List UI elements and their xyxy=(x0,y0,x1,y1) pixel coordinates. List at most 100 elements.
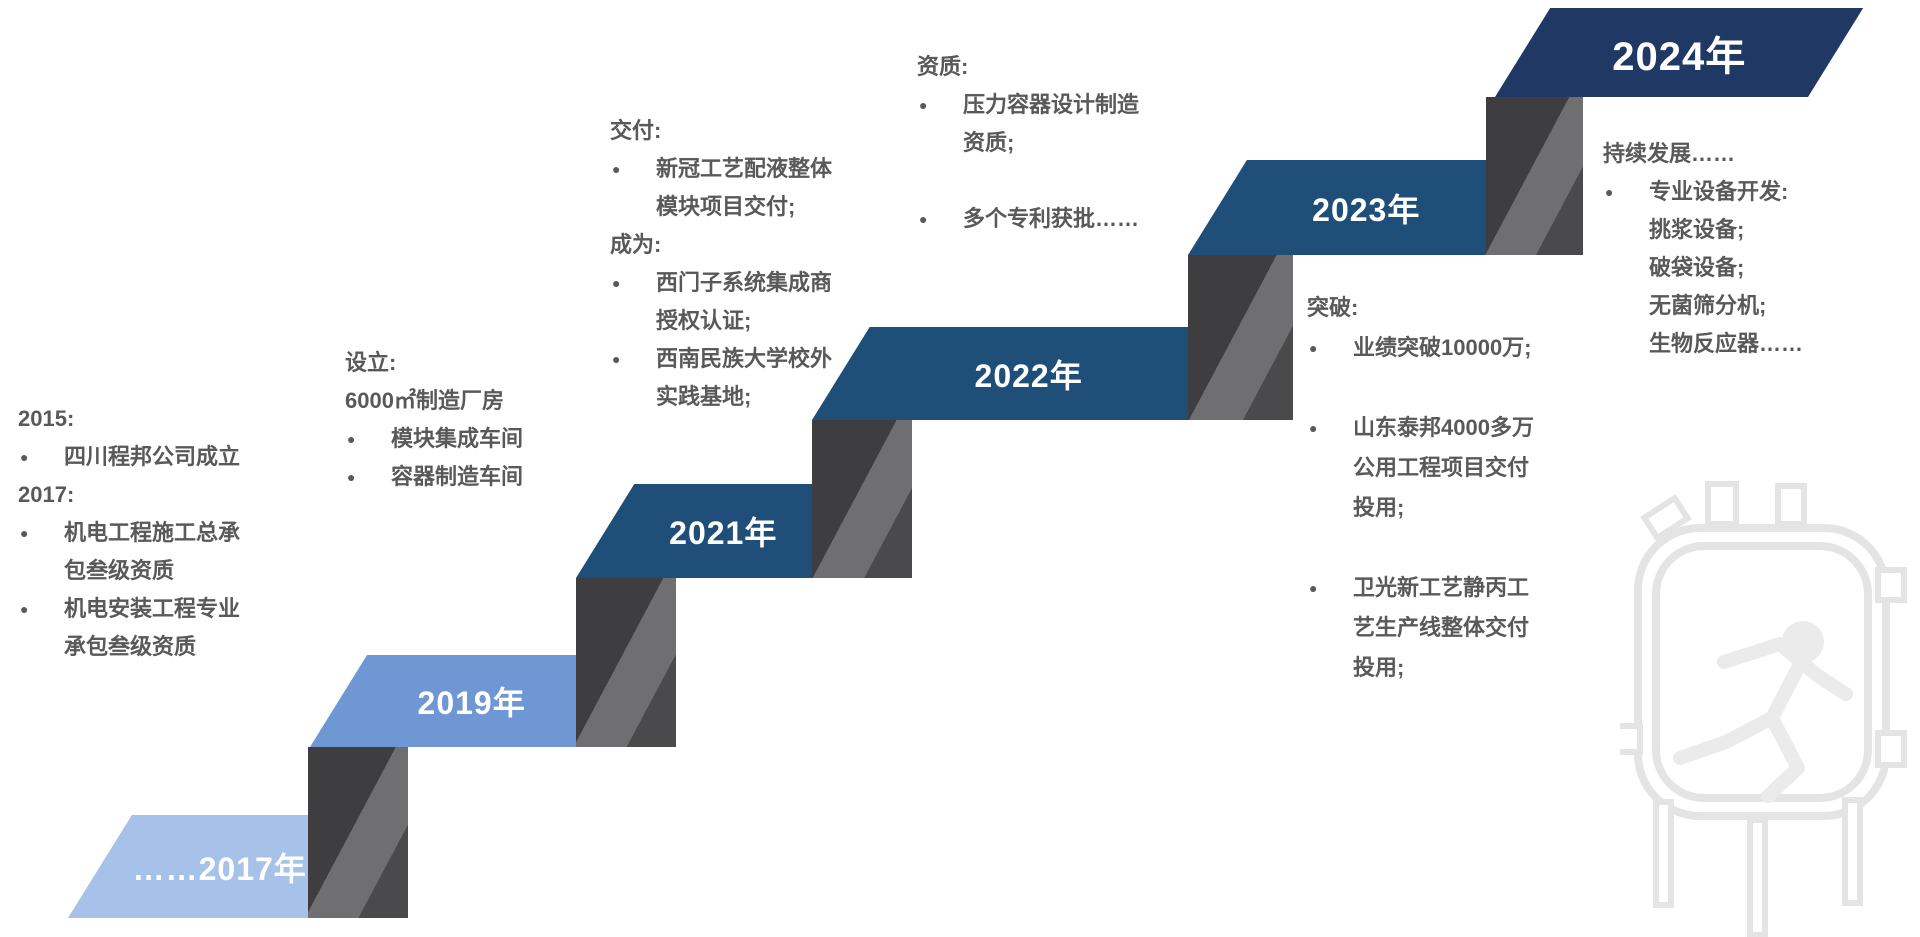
bullet-icon: ● xyxy=(612,161,621,177)
note-line: 投用; xyxy=(1307,648,1534,688)
riser-2017-2019 xyxy=(308,747,408,918)
note-2024: 持续发展…… ●专业设备开发: 挑浆设备; 破袋设备; 无菌筛分机; 生物反应器…… xyxy=(1603,135,1803,363)
note-line: 投用; xyxy=(1307,488,1534,528)
step-2023-year-label: 2023年 xyxy=(1312,191,1421,228)
note-line: ● 机电工程施工总承 xyxy=(18,514,240,552)
note-2022: 资质: ●压力容器设计制造资质; ● 多个专利获批…… xyxy=(917,48,1139,238)
note-line-text: 2015: xyxy=(18,406,75,431)
note-line: ● 卫光新工艺静丙工 xyxy=(1307,568,1534,608)
note-line: ● 新冠工艺配液整体 xyxy=(610,150,832,188)
note-line: 模块项目交付; xyxy=(610,188,832,226)
bullet-icon: ● xyxy=(1309,580,1318,596)
step-2017-year-label: ……2017年 xyxy=(132,850,308,887)
note-line: ● 多个专利获批…… xyxy=(917,200,1139,238)
note-line-text: 资质; xyxy=(963,130,1015,155)
note-line-text: 无菌筛分机; xyxy=(1649,293,1767,318)
vessel-legs xyxy=(1653,797,1863,937)
note-line-text: 多个专利获批…… xyxy=(963,206,1140,231)
note-line: 无菌筛分机; xyxy=(1603,287,1803,325)
note-line: 成为: xyxy=(610,226,832,264)
note-line-text: 投用; xyxy=(1353,655,1405,680)
riser-2021-2022 xyxy=(812,420,912,578)
vessel-nozzles xyxy=(1620,481,1907,768)
note-2023: 突破:●业绩突破10000万;●山东泰邦4000多万公用工程项目交付投用;●卫光… xyxy=(1307,288,1534,688)
note-line-text: 机电工程施工总承 xyxy=(64,520,241,545)
note-line-text: 设立: xyxy=(345,350,397,375)
note-2021: 交付: ● 新冠工艺配液整体模块项目交付; 成为: ● 西门子系统集成商授权认证; ● 西南民… xyxy=(610,112,832,416)
note-line: ●山东泰邦4000多万 xyxy=(1307,408,1534,448)
note-line: 生物反应器…… xyxy=(1603,325,1803,363)
bullet-icon: ● xyxy=(612,351,621,367)
riser-2019-2021 xyxy=(576,578,676,747)
note-line: ●容器制造车间 xyxy=(345,458,523,496)
note-line-text: 艺生产线整体交付 xyxy=(1353,615,1530,640)
note-line-text: 持续发展…… xyxy=(1603,141,1736,166)
note-line: 实践基地; xyxy=(610,378,832,416)
note-line: ● 机电安装工程专业 xyxy=(18,590,240,628)
note-line-text: 西门子系统集成商 xyxy=(656,270,833,295)
note-line-text: 生物反应器…… xyxy=(1649,331,1804,356)
note-line-text: 破袋设备; xyxy=(1649,255,1745,280)
note-line: 突破: xyxy=(1307,288,1534,328)
bullet-icon: ● xyxy=(20,525,29,541)
bullet-icon: ● xyxy=(347,431,356,447)
note-line-text: 成为: xyxy=(610,232,662,257)
note-line-text: 承包叁级资质 xyxy=(64,634,197,659)
note-line: ●压力容器设计制造 xyxy=(917,86,1139,124)
note-line: ● 业绩突破10000万; xyxy=(1307,328,1534,368)
note-line: 公用工程项目交付 xyxy=(1307,448,1534,488)
note-line: 承包叁级资质 xyxy=(18,628,240,666)
note-line-text: 2017: xyxy=(18,482,75,507)
note-line-text: 挑浆设备; xyxy=(1649,217,1745,242)
note-line: 艺生产线整体交付 xyxy=(1307,608,1534,648)
note-2019: 设立: 6000㎡制造厂房 ● 模块集成车间 ●容器制造车间 xyxy=(345,344,523,496)
vessel-runner-watermark-icon xyxy=(1620,481,1907,937)
bullet-icon: ● xyxy=(1309,340,1318,356)
note-line-text: 卫光新工艺静丙工 xyxy=(1353,575,1530,600)
note-line: 资质; xyxy=(917,124,1139,162)
note-line-text: 包叁级资质 xyxy=(64,558,175,583)
note-line-text: 实践基地; xyxy=(656,384,752,409)
note-line: ●专业设备开发: xyxy=(1603,173,1803,211)
note-line-text: 业绩突破10000万; xyxy=(1353,335,1532,360)
note-line-text: 机电安装工程专业 xyxy=(64,596,241,621)
note-line-text: 交付: xyxy=(610,118,662,143)
note-line-text: 容器制造车间 xyxy=(391,464,524,489)
note-line-text: 资质: xyxy=(917,54,969,79)
note-line: 挑浆设备; xyxy=(1603,211,1803,249)
note-line: 包叁级资质 xyxy=(18,552,240,590)
note-line: 2015: xyxy=(18,400,240,438)
bullet-icon: ● xyxy=(612,275,621,291)
note-line-text: 压力容器设计制造 xyxy=(963,92,1140,117)
step-2024-year-label: 2024年 xyxy=(1612,34,1747,79)
note-line: 2017: xyxy=(18,476,240,514)
note-line-text: 6000㎡制造厂房 xyxy=(345,388,504,413)
note-line-text: 西南民族大学校外 xyxy=(656,346,833,371)
bullet-icon: ● xyxy=(1309,420,1318,436)
note-line-text: 授权认证; xyxy=(656,308,752,333)
note-line-text: 模块集成车间 xyxy=(391,426,524,451)
step-2022-year-label: 2022年 xyxy=(974,357,1083,394)
note-line-text: 新冠工艺配液整体 xyxy=(656,156,833,181)
note-line-text: 模块项目交付; xyxy=(656,194,796,219)
note-line: 设立: xyxy=(345,344,523,382)
note-2015-2017: 2015: ● 四川程邦公司成立 2017: ● 机电工程施工总承包叁级资质 ● 机电安装工程… xyxy=(18,400,240,666)
bullet-icon: ● xyxy=(1605,184,1614,200)
note-line: ● 模块集成车间 xyxy=(345,420,523,458)
bullet-icon: ● xyxy=(919,211,928,227)
note-line: ● 西门子系统集成商 xyxy=(610,264,832,302)
step-2024: 2024年 xyxy=(1495,8,1864,97)
bullet-icon: ● xyxy=(20,449,29,465)
note-line: ● 四川程邦公司成立 xyxy=(18,438,240,476)
note-line: 破袋设备; xyxy=(1603,249,1803,287)
note-line: 授权认证; xyxy=(610,302,832,340)
note-line-text: 公用工程项目交付 xyxy=(1353,455,1530,480)
step-2021-year-label: 2021年 xyxy=(669,515,778,551)
runner-icon xyxy=(1673,621,1853,803)
note-line-text: 四川程邦公司成立 xyxy=(64,444,241,469)
riser-2022-2023 xyxy=(1188,255,1293,420)
note-line: 资质: xyxy=(917,48,1139,86)
note-line: 6000㎡制造厂房 xyxy=(345,382,523,420)
bullet-icon: ● xyxy=(20,601,29,617)
